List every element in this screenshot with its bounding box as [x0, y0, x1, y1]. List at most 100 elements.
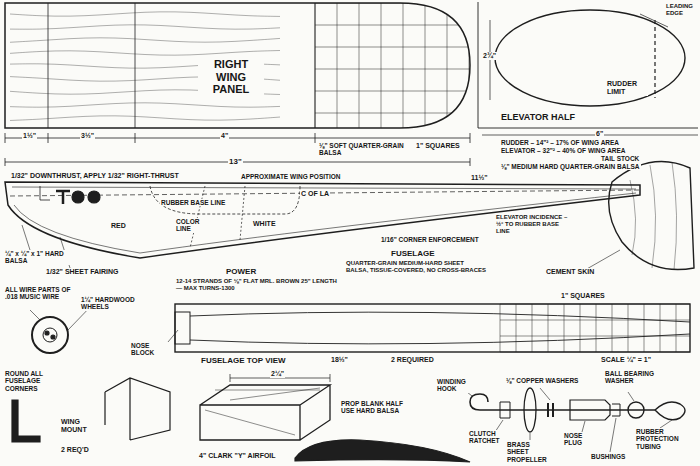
wood-grain — [10, 38, 280, 42]
fuselage-side — [5, 182, 640, 258]
plan-label: 1/32" SHEET FAIRING — [45, 268, 120, 276]
clutch-ratchet — [500, 402, 510, 418]
plan-label: LEADING EDGE — [665, 3, 697, 17]
plan-label: 1/16" CORNER ENFORCEMENT — [380, 236, 480, 243]
leader-line — [640, 14, 668, 27]
wheel-hub — [45, 331, 49, 335]
plan-label: 2¼" — [270, 370, 285, 378]
plan-label: RED — [110, 222, 127, 230]
grid-line — [425, 3, 426, 128]
wing-mount — [105, 378, 170, 440]
plan-label: ELEVATOR INCIDENCE –½° TO RUBBER BASE LI… — [495, 214, 575, 235]
plan-label: COLOR LINE — [175, 218, 203, 233]
hard-balsa-block — [40, 186, 50, 200]
plan-label: 2¾" — [482, 52, 497, 60]
elevator-outline — [495, 10, 685, 106]
wheel-hub — [43, 328, 57, 342]
grid-line — [403, 3, 404, 128]
grid-line — [580, 304, 581, 352]
wheel-hub — [51, 335, 55, 339]
plan-label: 18½" — [330, 356, 349, 364]
plan-label: NOSE BLOCK — [130, 342, 166, 357]
plan-label: 1¼" HARDWOOD WHEELS — [80, 296, 140, 311]
plan-label: ELEVATOR – 32"² – 40% OF WING AREA — [500, 147, 627, 154]
elevator-frame — [478, 2, 698, 128]
grid-line — [532, 304, 533, 352]
plan-label: CEMENT SKIN — [545, 268, 595, 276]
plan-label: RIGHT WING PANEL — [198, 58, 264, 96]
plan-label: ELEVATOR HALF — [500, 112, 576, 122]
dimension-line — [5, 158, 470, 166]
plan-label: RUDDER – 14"² – 17% OF WING AREA — [500, 139, 620, 146]
insignia — [56, 191, 70, 204]
grid-line — [564, 304, 565, 352]
wing-rib-line — [48, 3, 315, 128]
grid-line — [516, 304, 517, 352]
rubber-tubing — [655, 402, 685, 420]
plan-label: WINDING HOOK — [436, 378, 474, 393]
insignia — [88, 191, 100, 203]
plan-label: ⅛" MEDIUM HARD QUARTER-GRAIN BALSA — [500, 163, 641, 170]
wood-grain — [10, 116, 280, 121]
color-line — [190, 186, 245, 248]
plan-label: FUSELAGE — [390, 249, 436, 258]
wing-grid — [315, 3, 470, 128]
plan-label: 1/32" DOWNTHRUST, APPLY 1/32" RIGHT-THRU… — [10, 172, 180, 180]
plan-label: 2 REQ'D — [60, 446, 90, 454]
bushing — [612, 404, 620, 416]
clark-y-airfoil — [295, 440, 470, 462]
plan-label: BUSHINGS — [590, 453, 626, 460]
grid-line — [359, 3, 360, 128]
grid-line — [628, 304, 629, 352]
plan-label: 4" — [220, 132, 229, 140]
plan-label: 3½" — [80, 132, 95, 140]
plan-label: WING MOUNT — [60, 418, 100, 434]
propeller — [524, 388, 536, 432]
plan-label: RUBBER PROTECTION TUBING — [635, 428, 697, 450]
plan-label: 2 REQUIRED — [390, 356, 435, 364]
wheel — [32, 317, 68, 353]
plan-label: 4" CLARK "Y" AIRFOIL — [198, 452, 277, 460]
plan-label: 6" — [595, 130, 604, 138]
nose-plug — [570, 400, 610, 420]
plan-label: 13" — [228, 157, 243, 166]
wood-grain — [10, 12, 280, 121]
grid-line — [447, 3, 448, 128]
plan-label: 12-14 STRANDS OF ⅛" FLAT MRL. BROWN 25" … — [175, 278, 342, 292]
plan-label: 11½" — [470, 174, 489, 182]
grid-line — [315, 91, 470, 92]
plan-label: BRASS SHEET PROPELLER — [506, 441, 554, 463]
plan-label: NOSE PLUG — [563, 432, 595, 447]
copper-washer — [548, 403, 553, 417]
corner-enforcement — [12, 187, 636, 253]
plan-label: 1" SQUARES — [415, 142, 461, 150]
grid-line — [315, 113, 470, 114]
plan-label: PROP BLANK HALF USE HARD BALSA — [340, 400, 414, 415]
top-view-grid — [500, 304, 690, 352]
plan-label: WHITE — [252, 220, 277, 228]
grid-line — [315, 69, 470, 70]
plan-label: TAIL STOCK — [600, 155, 640, 162]
prop-blank — [200, 385, 330, 440]
plan-label: ROUND ALL FUSELAGE CORNERS — [4, 370, 68, 392]
corner-profile — [12, 400, 40, 442]
plan-label: ALL WIRE PARTS OF .018 MUSIC WIRE — [4, 286, 74, 301]
grid-line — [660, 304, 661, 352]
wood-grain — [10, 12, 280, 17]
plan-label: 1" SQUARES — [560, 292, 606, 300]
grid-line — [315, 25, 470, 26]
taper-line — [190, 312, 690, 344]
plan-label: BALL BEARING WASHER — [604, 370, 670, 385]
rudder-limit-line — [654, 20, 655, 98]
grid-line — [548, 304, 549, 352]
wood-grain — [10, 51, 280, 56]
wing-position — [150, 186, 300, 214]
plan-label: 1½" — [22, 132, 37, 140]
leader-line — [585, 250, 620, 270]
plan-label: ⅛" SOFT QUARTER-GRAIN BALSA — [318, 142, 408, 157]
grid-line — [596, 304, 597, 352]
plan-label: RUBBER BASE LINE — [160, 199, 226, 206]
plan-label: QUARTER-GRAIN MEDIUM-HARD SHEET BALSA, T… — [345, 260, 487, 274]
